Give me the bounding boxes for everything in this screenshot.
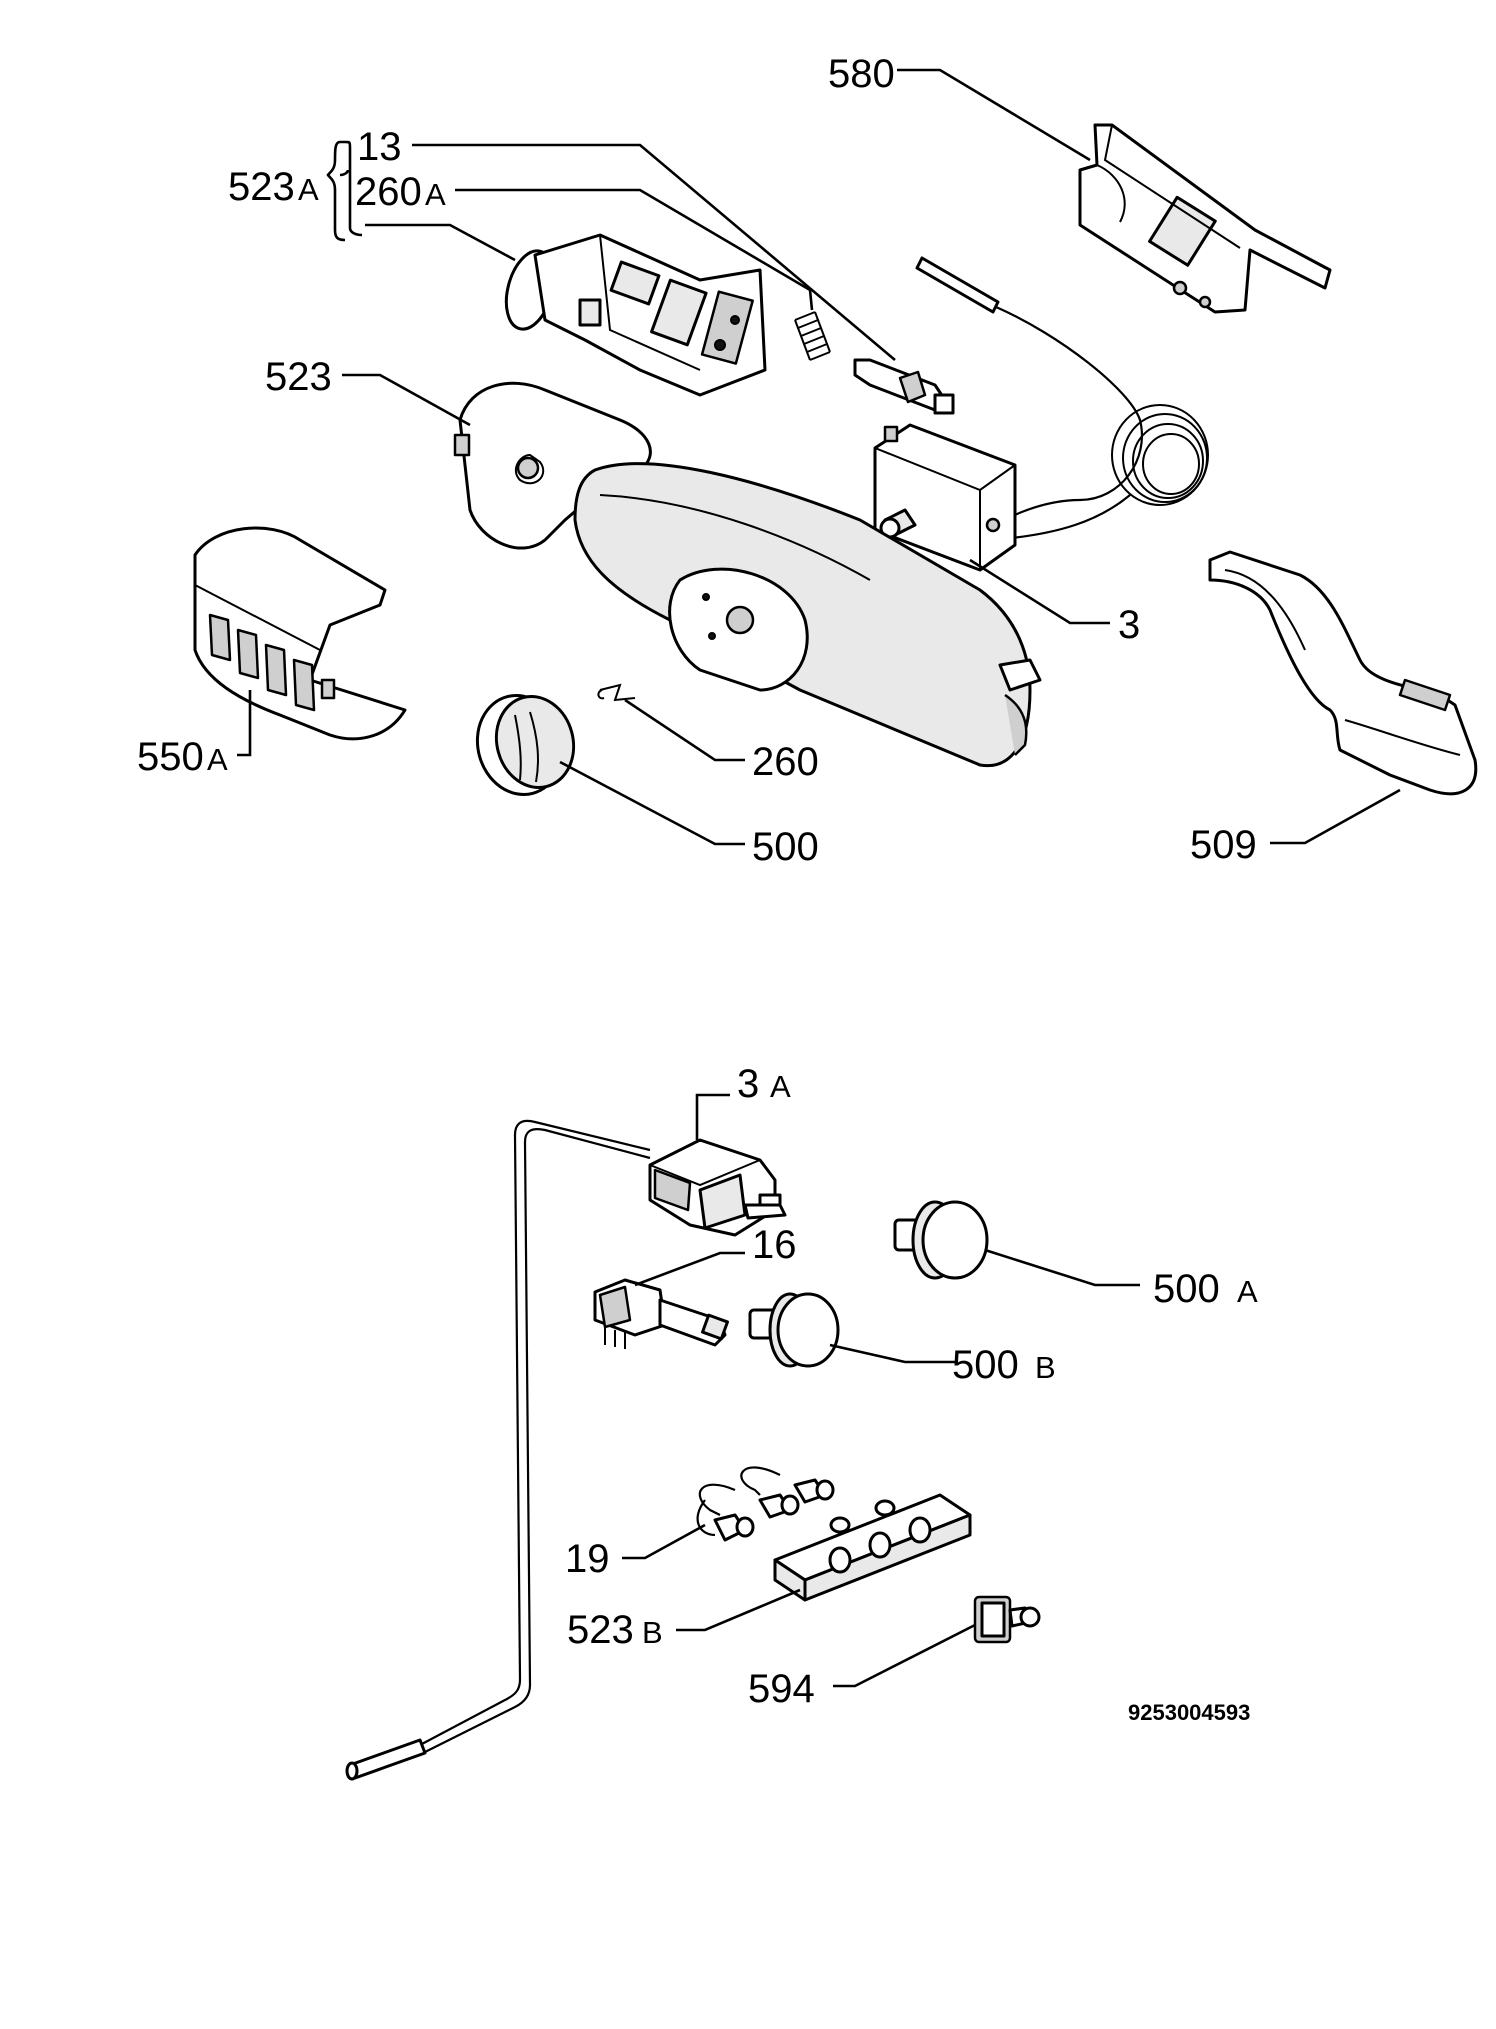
part-500a-knob [893, 1200, 989, 1280]
label-580: 580 [828, 52, 895, 96]
label-550a: 550 A [137, 735, 228, 779]
part-550a-cover [193, 526, 407, 741]
part-19-lamp-cables [696, 1466, 835, 1542]
label-260a: 260 A [355, 170, 446, 214]
part-500b-knob [748, 1292, 840, 1368]
label-260a-suffix: A [425, 177, 446, 212]
label-260: 260 [752, 740, 819, 784]
label-3a-suffix: A [770, 1069, 791, 1104]
label-500a-suffix: A [1237, 1274, 1258, 1309]
part-580-bracket [1078, 123, 1332, 314]
label-3a-number: 3 [737, 1062, 759, 1106]
label-523b: 523 B [567, 1608, 663, 1652]
label-19: 19 [565, 1537, 610, 1581]
part-3a-capillary-tube [345, 1119, 651, 1781]
bottom-leader-lines [622, 1093, 1140, 1688]
part-3a-thermostat [648, 1138, 787, 1237]
part-523b-lamp-bar [773, 1493, 972, 1602]
label-594: 594 [748, 1667, 815, 1711]
label-523b-number: 523 [567, 1608, 634, 1652]
label-523: 523 [265, 355, 332, 399]
label-523a-suffix: A [298, 172, 319, 207]
document-code: 9253004593 [1128, 1700, 1250, 1725]
part-260a-spring [794, 311, 831, 361]
label-500: 500 [752, 825, 819, 869]
part-523-main-housing [453, 381, 1042, 768]
label-500b-number: 500 [952, 1343, 1019, 1387]
label-523b-suffix: B [642, 1615, 663, 1650]
label-500b: 500 B [952, 1343, 1056, 1387]
label-3a: 3 A [737, 1062, 791, 1106]
label-13: 13 [357, 125, 402, 169]
label-3: 3 [1118, 603, 1140, 647]
label-500b-suffix: B [1035, 1350, 1056, 1385]
part-260-clip [597, 683, 636, 702]
part-523a-switch-assembly [504, 233, 767, 397]
part-509-handle-bar [1208, 550, 1478, 796]
top-leader-lines [237, 68, 1401, 846]
part-13-lever [853, 358, 955, 415]
part-3-capillary-coil [915, 256, 1209, 542]
label-16: 16 [752, 1223, 797, 1267]
label-509: 509 [1190, 823, 1257, 867]
label-523a-number: 523 [228, 165, 295, 209]
label-550a-suffix: A [207, 742, 228, 777]
label-260a-number: 260 [355, 170, 422, 214]
part-500-knob [475, 693, 576, 797]
label-500a: 500 A [1153, 1267, 1258, 1311]
part-3-thermostat-box [873, 423, 1017, 572]
label-550a-number: 550 [137, 735, 204, 779]
label-500a-number: 500 [1153, 1267, 1220, 1311]
part-16-switch [593, 1278, 729, 1349]
label-523a: 523 A [228, 165, 319, 209]
part-594-lamp [973, 1595, 1041, 1644]
